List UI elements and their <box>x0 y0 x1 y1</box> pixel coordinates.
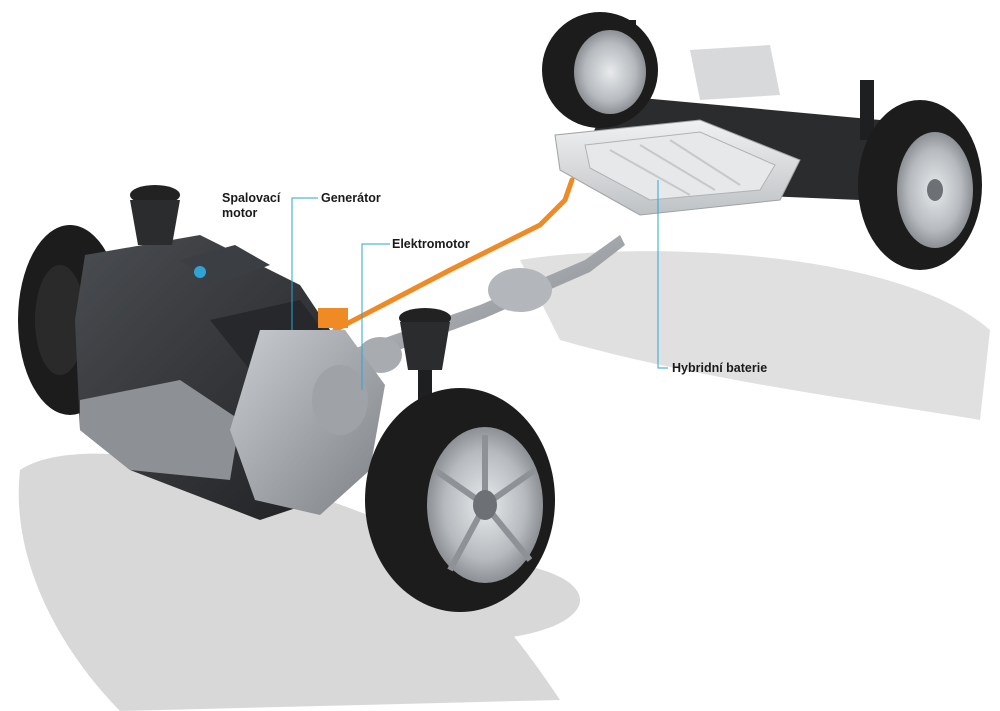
callout-hybrid-battery <box>657 180 668 369</box>
front-left-strut <box>130 185 180 245</box>
label-hybrid-battery: Hybridní baterie <box>672 361 768 375</box>
label-combustion-engine: Spalovací motor <box>222 191 280 221</box>
transaxle-housing <box>230 308 385 515</box>
label-generator: Generátor <box>321 191 381 205</box>
rear-left-wheel <box>542 12 658 128</box>
label-combustion-engine-line1: Spalovací <box>222 191 281 205</box>
hv-cable <box>332 177 575 333</box>
callout-generator <box>291 197 318 330</box>
callout-electric-motor <box>361 243 390 390</box>
label-electric-motor: Elektromotor <box>392 237 470 251</box>
rear-right-wheel <box>858 100 982 270</box>
front-right-wheel <box>365 388 555 612</box>
callout-lines <box>291 180 668 390</box>
label-combustion-engine-line2: motor <box>222 206 258 220</box>
hybrid-battery-pack <box>554 119 801 216</box>
